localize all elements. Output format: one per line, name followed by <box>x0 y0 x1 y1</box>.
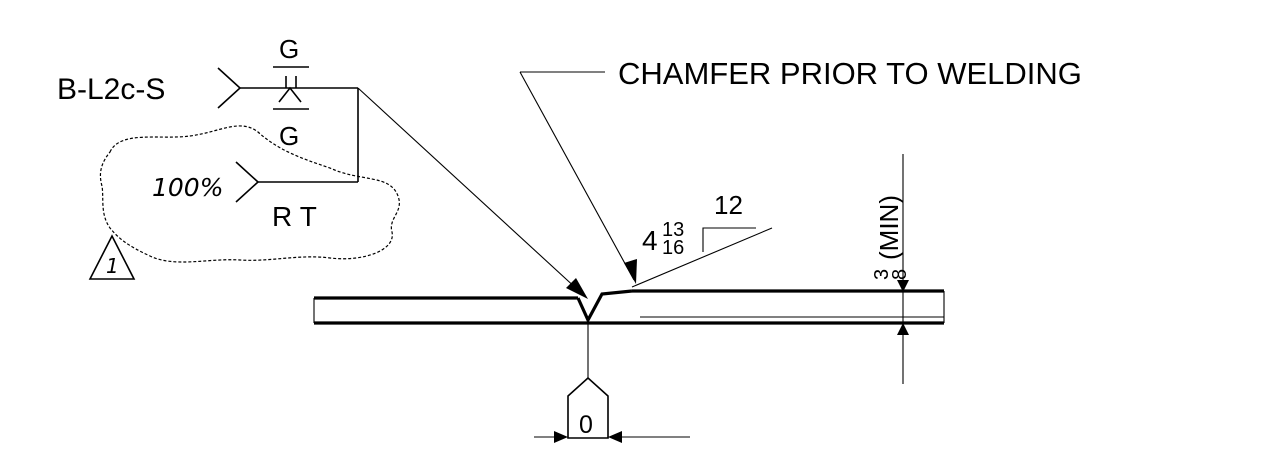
finish-bottom-label: G <box>279 121 299 151</box>
slope-rise-whole: 4 <box>642 225 658 256</box>
slope-run-label: 12 <box>714 190 743 220</box>
weld-tail-icon <box>217 67 242 109</box>
bevel-symbol-icon <box>278 86 302 103</box>
weld-arrow-leader <box>357 87 579 291</box>
thickness-arrow-bottom-icon <box>897 323 909 335</box>
joint-designation-label: B-L2c-S <box>57 73 165 106</box>
thickness-arrow-top-icon <box>897 280 909 292</box>
root-opening-tag <box>567 376 609 439</box>
finish-top-label: G <box>279 34 299 64</box>
inspection-method-label: RT <box>272 201 325 232</box>
chamfer-callout: CHAMFER PRIOR TO WELDING <box>519 56 1082 284</box>
slope-indicator: 12 4 13 16 <box>631 190 773 288</box>
weld-symbol: B-L2c-S G G 100% RT 1 <box>57 34 588 299</box>
thickness-denominator: 8 <box>889 269 911 280</box>
chamfer-leader <box>519 71 635 281</box>
weld-arrowhead-icon <box>566 278 588 299</box>
nde-tail-icon <box>235 161 260 203</box>
slope-line <box>631 227 773 288</box>
revision-marker-label: 1 <box>106 254 119 278</box>
slope-rise-numerator: 13 <box>662 219 684 241</box>
thickness-qualifier: (MIN) <box>874 195 904 260</box>
groove-profile <box>576 289 633 324</box>
chamfer-arrowhead-icon <box>624 259 637 284</box>
thickness-dimension: 3 8 (MIN) <box>871 154 911 384</box>
thickness-numerator: 3 <box>871 269 893 280</box>
revision-triangle-icon <box>88 234 136 280</box>
inspection-percent-label: 100% <box>152 173 223 202</box>
slope-rise-denominator: 16 <box>662 237 684 259</box>
chamfer-note: CHAMFER PRIOR TO WELDING <box>618 56 1082 91</box>
root-arrow-left-icon <box>554 431 568 443</box>
slope-triangle-icon <box>702 227 756 252</box>
revision-cloud <box>99 125 400 263</box>
root-arrow-right-icon <box>608 431 622 443</box>
root-opening-dimension: 0 <box>534 323 690 443</box>
root-opening-value: 0 <box>579 411 593 439</box>
plate-assembly <box>313 289 945 325</box>
